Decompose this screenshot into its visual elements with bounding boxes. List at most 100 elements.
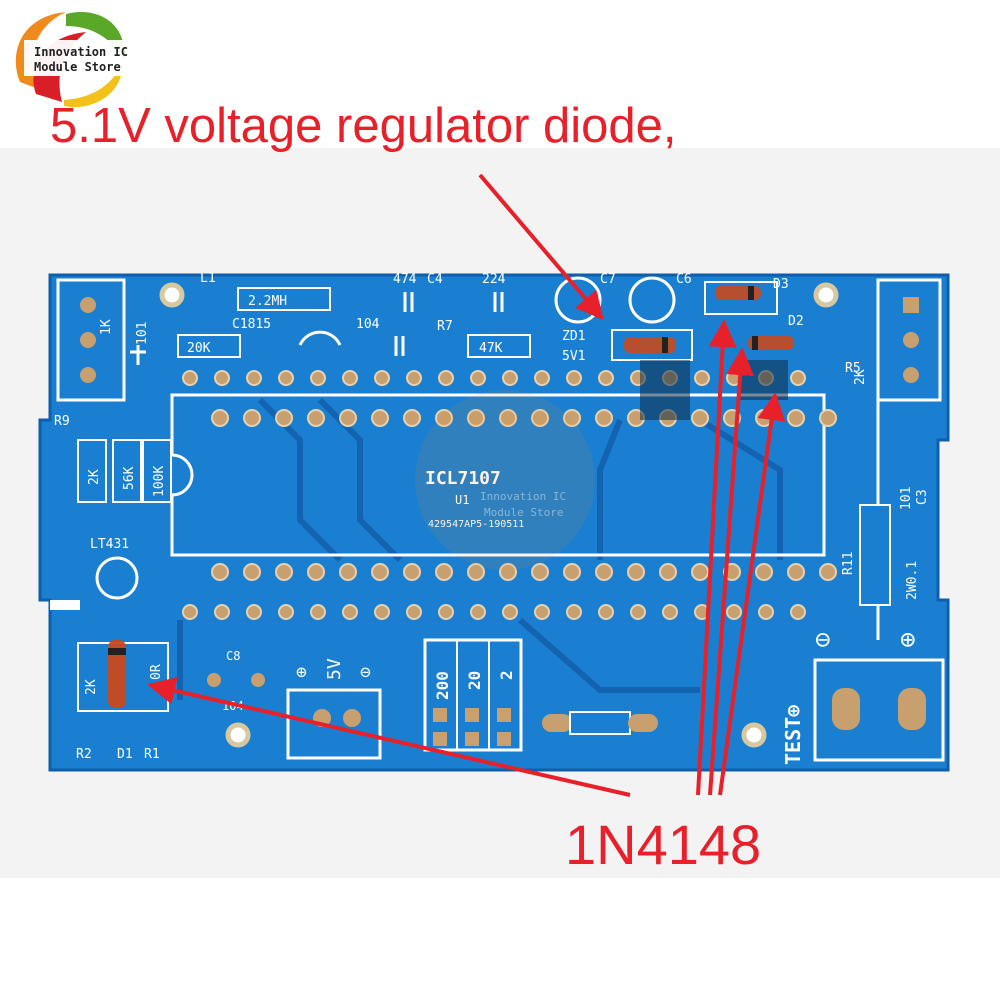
- pad: [630, 604, 646, 620]
- label-r11: R11: [841, 552, 856, 575]
- pad: [182, 370, 198, 386]
- label-c1815: C1815: [232, 317, 271, 332]
- label-bottom-2k: 2K: [84, 679, 99, 695]
- pad: [694, 370, 710, 386]
- pad: [278, 370, 294, 386]
- pad: [275, 563, 293, 581]
- pad: [435, 563, 453, 581]
- arrow-to-d3: [696, 319, 737, 796]
- pad: [403, 563, 421, 581]
- pad: [243, 563, 261, 581]
- pad: [566, 370, 582, 386]
- pad: [534, 604, 550, 620]
- pad: [598, 604, 614, 620]
- pad: [787, 409, 805, 427]
- pad: [246, 604, 262, 620]
- pad: [307, 563, 325, 581]
- chip-name: ICL7107: [425, 468, 501, 489]
- pad: [307, 409, 325, 427]
- chip-ref: U1: [455, 493, 469, 507]
- label-2-2mh: 2.2MH: [248, 294, 287, 309]
- label-c6: C6: [676, 272, 692, 287]
- label-l1: L1: [200, 271, 216, 286]
- pad: [502, 370, 518, 386]
- label-r7: R7: [437, 319, 453, 334]
- label-r2: R2: [76, 747, 92, 762]
- pad: [563, 409, 581, 427]
- label-range-2: 2: [497, 670, 516, 680]
- test-pad-1: [832, 688, 860, 730]
- pad: [598, 370, 614, 386]
- lt431-outline: [95, 556, 139, 600]
- pad: [499, 563, 517, 581]
- pad: [531, 563, 549, 581]
- label-c7: C7: [600, 272, 616, 287]
- label-101-left: 101: [135, 322, 150, 345]
- trimpot-left-outline: [56, 278, 126, 402]
- label-d2: D2: [788, 314, 804, 329]
- label-r1: R1: [144, 747, 160, 762]
- pad: [627, 563, 645, 581]
- pad: [903, 332, 919, 348]
- pad: [80, 332, 96, 348]
- arrow-to-zener: [478, 173, 604, 321]
- label-101-right: 101: [899, 487, 914, 510]
- label-r9: R9: [54, 414, 70, 429]
- range-pads: [433, 708, 511, 746]
- arrow-to-d1: [147, 676, 631, 797]
- label-c3: C3: [915, 489, 930, 505]
- label-56k: 56K: [122, 466, 137, 490]
- pad: [819, 409, 837, 427]
- chip-watermark-line1: Innovation IC: [480, 490, 566, 503]
- pad: [566, 604, 582, 620]
- label-0r: 0R: [149, 664, 164, 680]
- pad: [310, 370, 326, 386]
- pad: [438, 604, 454, 620]
- label-5v: 5V: [324, 658, 345, 680]
- board-notch: [50, 600, 80, 610]
- logo-leaf-yellow: [64, 64, 123, 108]
- pad: [371, 409, 389, 427]
- pad: [903, 297, 919, 313]
- pad: [211, 409, 229, 427]
- pad: [403, 409, 421, 427]
- pad: [374, 604, 390, 620]
- label-left-2k: 2K: [87, 469, 102, 485]
- chip-watermark-line2: Module Store: [484, 506, 563, 519]
- pad: [339, 409, 357, 427]
- label-r5-2k: 2K: [853, 369, 868, 385]
- pad: [182, 604, 198, 620]
- label-100k: 100K: [152, 466, 167, 497]
- r11-outline: [859, 504, 891, 606]
- pad: [563, 563, 581, 581]
- label-plus-terminal: ⊕: [900, 625, 916, 655]
- pad: [691, 563, 709, 581]
- mounting-holes: [159, 282, 839, 748]
- ic-pad-row-bottom: [211, 563, 837, 581]
- pad: [470, 370, 486, 386]
- label-c8: C8: [226, 649, 240, 663]
- chip-code: 429547AP5-190511: [428, 519, 524, 530]
- label-power-plus: ⊕: [296, 662, 307, 683]
- pad: [438, 370, 454, 386]
- pad: [755, 563, 773, 581]
- label-2w0-1: 2W0.1: [905, 561, 920, 600]
- label-1k: 1K: [99, 319, 114, 335]
- label-20k: 20K: [187, 341, 211, 356]
- logo-text-line2: Module Store: [34, 60, 121, 74]
- pad: [343, 709, 361, 727]
- logo-text-line1: Innovation IC: [34, 45, 128, 59]
- pad: [371, 563, 389, 581]
- pad: [662, 604, 678, 620]
- diode-d3: [704, 281, 778, 315]
- label-d1: D1: [117, 747, 133, 762]
- zener-solder-shadow: [640, 360, 690, 420]
- label-47k: 47K: [479, 341, 503, 356]
- pad: [787, 563, 805, 581]
- diode-d1: [108, 640, 126, 708]
- label-224: 224: [482, 272, 506, 287]
- pad: [211, 563, 229, 581]
- pad: [691, 409, 709, 427]
